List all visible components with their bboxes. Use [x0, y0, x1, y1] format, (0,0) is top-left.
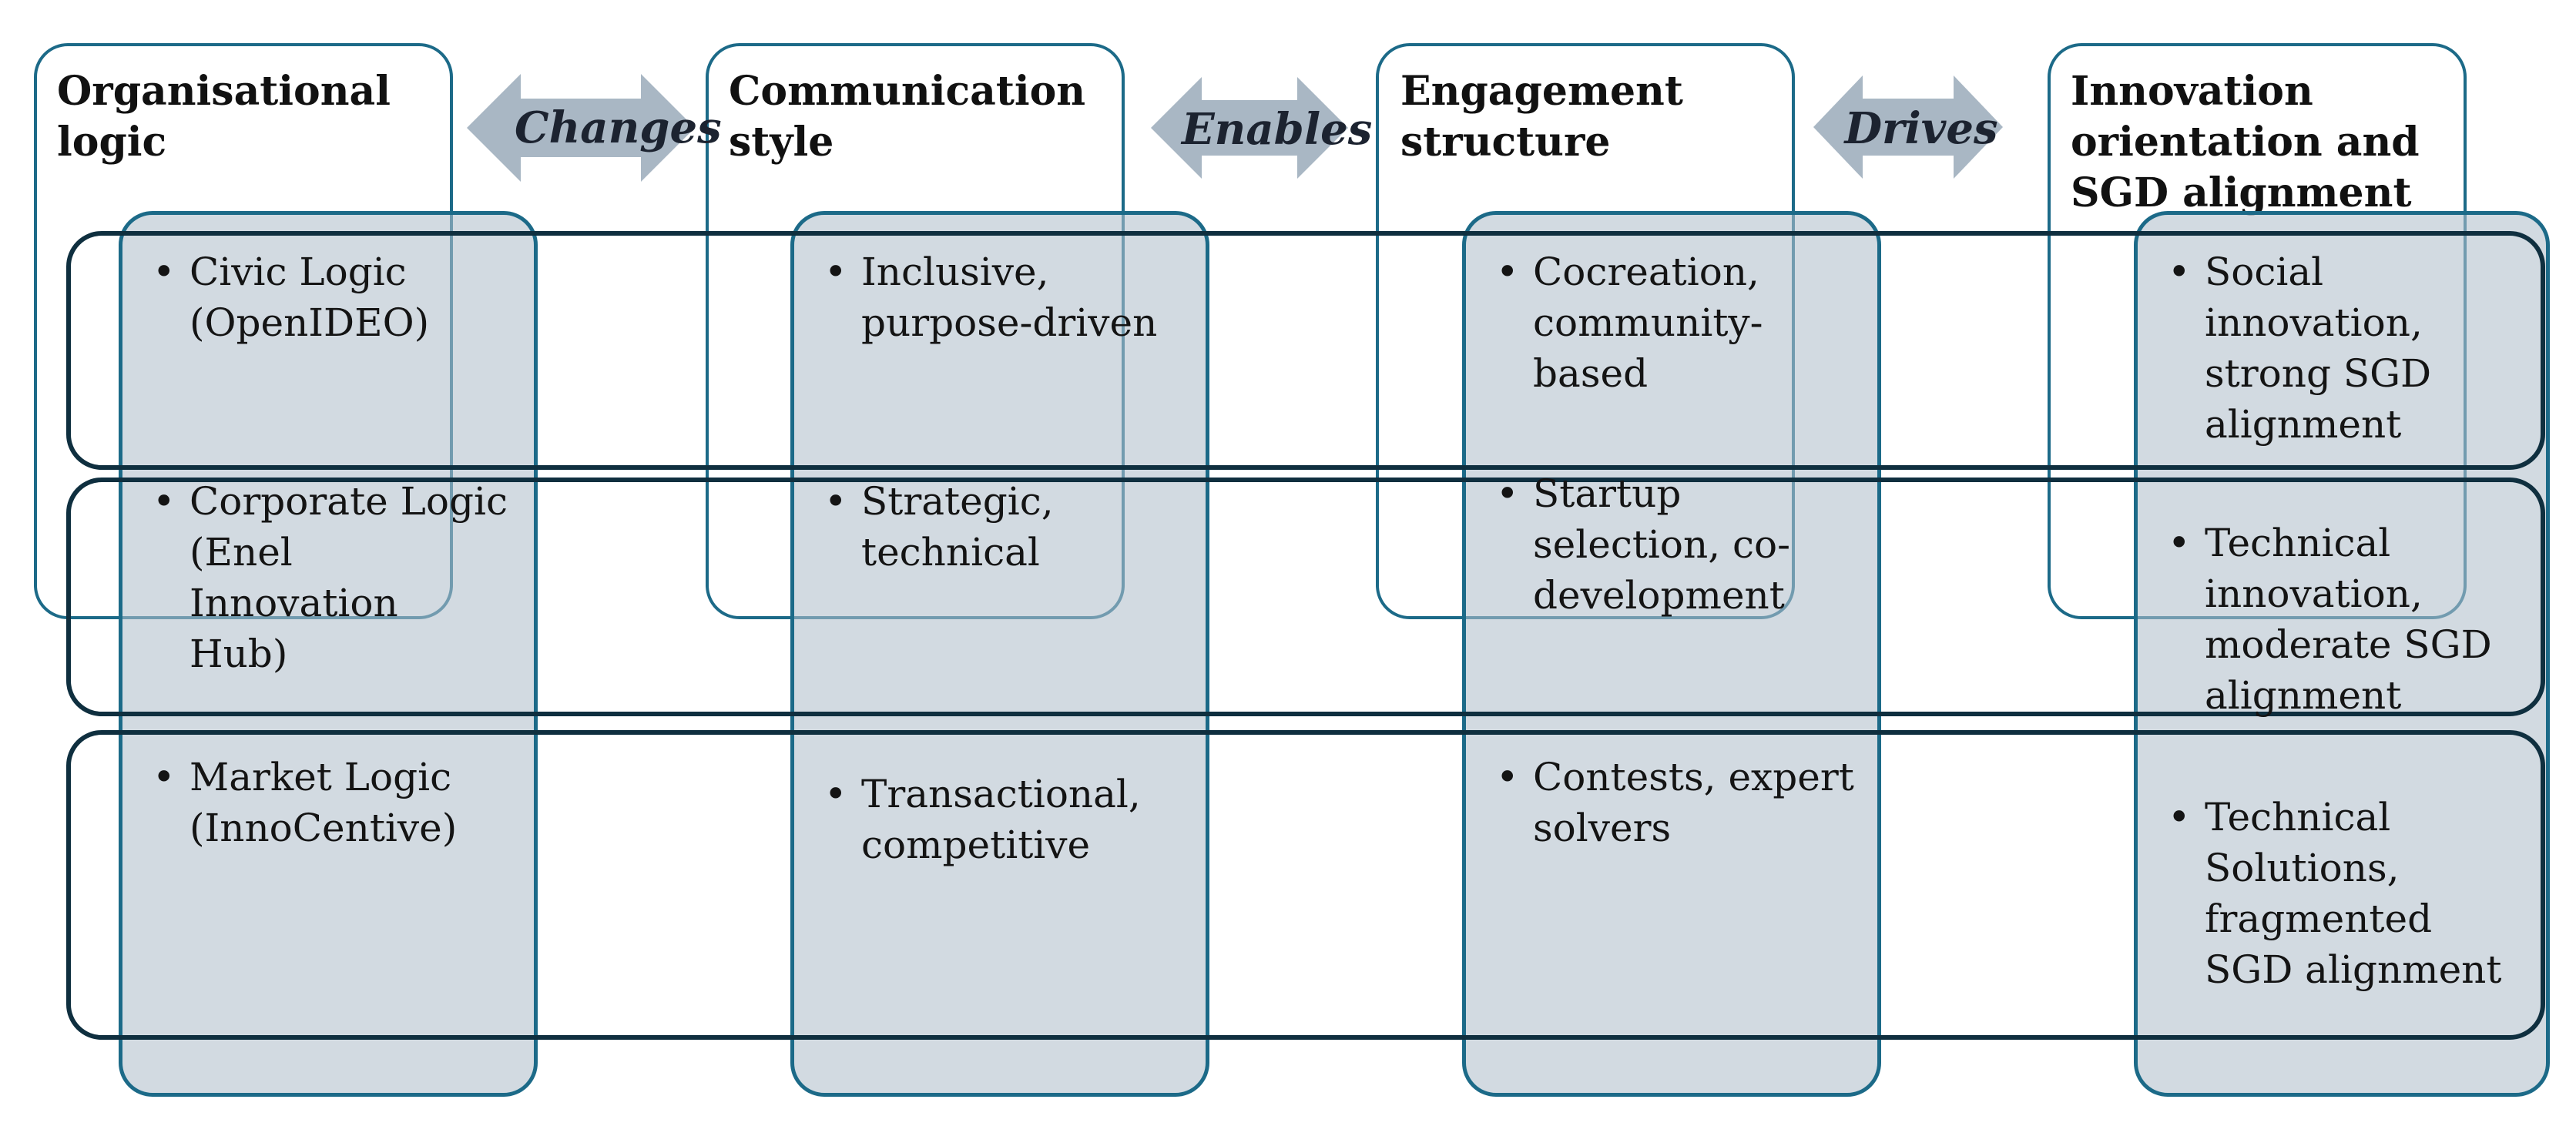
double-arrow-icon	[1151, 77, 1348, 179]
changes-arrow: Changes	[467, 74, 722, 182]
bullet: •	[2168, 250, 2191, 294]
bullet: •	[1496, 755, 1519, 799]
header-title-innovation-orientation: Innovation orientation and SGD alignment	[2071, 68, 2420, 216]
row-civic-logic	[66, 231, 2545, 470]
double-arrow-icon	[467, 74, 695, 182]
list-item: • Inclusive, purpose-driven	[824, 246, 1157, 348]
enables-arrow: Enables	[1151, 77, 1372, 179]
list-item: • Social innovation, strong SGD alignmen…	[2168, 246, 2431, 450]
drives-arrow-label: Drives	[1844, 103, 1998, 154]
bullet: •	[153, 250, 176, 294]
list-item: • Transactional, competitive	[824, 769, 1141, 870]
row-corporate-logic	[66, 478, 2545, 716]
column-organisational-logic	[119, 211, 538, 1097]
list-item: • Market Logic (InnoCentive)	[153, 752, 457, 853]
list-item: • Contests, expert solvers	[1496, 752, 1854, 853]
list-item: • Technical Solutions, fragmented SGD al…	[2168, 792, 2501, 995]
header-title-organisational-logic: Organisational logic	[57, 68, 391, 166]
list-item: • Cocreation, community- based	[1496, 246, 1763, 399]
list-item: • Corporate Logic (Enel Innovation Hub)	[153, 476, 508, 679]
list-item: • Startup selection, co- development	[1496, 468, 1790, 621]
column-engagement-structure	[1462, 211, 1881, 1097]
bullet: •	[2168, 795, 2191, 839]
column-communication-style	[790, 211, 1209, 1097]
bullet: •	[153, 479, 176, 524]
drives-arrow: Drives	[1813, 75, 2003, 179]
enables-arrow-label: Enables	[1182, 104, 1373, 155]
bullet: •	[824, 479, 847, 524]
row-market-logic	[66, 730, 2545, 1040]
changes-arrow-label: Changes	[515, 102, 722, 153]
list-item: • Technical innovation, moderate SGD ali…	[2168, 518, 2492, 721]
bullet: •	[1496, 250, 1519, 294]
bullet: •	[824, 772, 847, 816]
bullet: •	[153, 755, 176, 799]
list-item: • Civic Logic (OpenIDEO)	[153, 246, 429, 348]
bullet: •	[824, 250, 847, 294]
bullet: •	[2168, 521, 2191, 565]
double-arrow-icon	[1813, 75, 2003, 179]
list-item: • Strategic, technical	[824, 476, 1054, 578]
bullet: •	[1496, 471, 1519, 516]
header-title-communication-style: Communication style	[729, 68, 1086, 166]
column-innovation-orientation	[2134, 211, 2550, 1097]
header-title-engagement-structure: Engagement structure	[1400, 68, 1683, 166]
